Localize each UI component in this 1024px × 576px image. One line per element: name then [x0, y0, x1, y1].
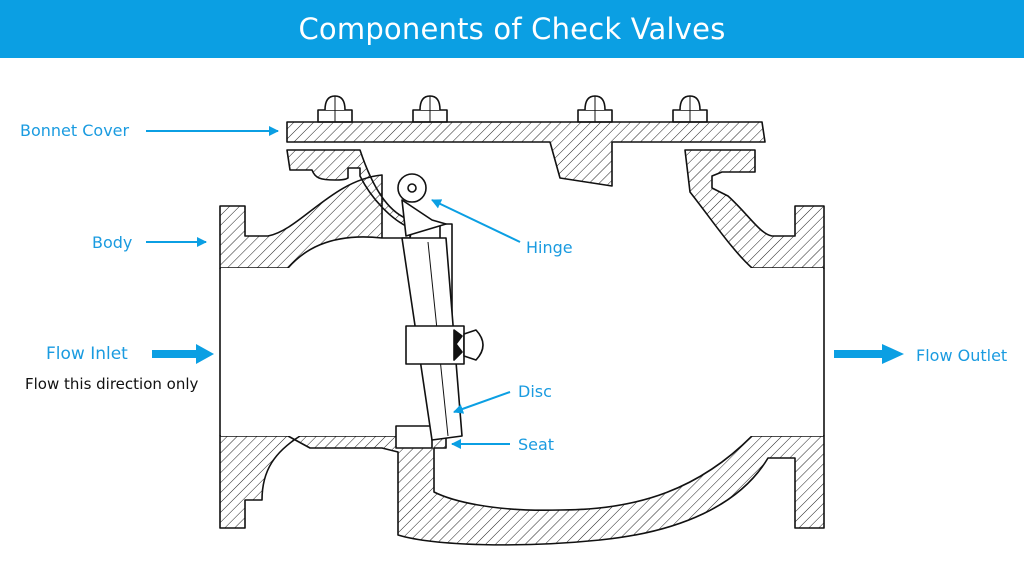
flow-arrows: [152, 344, 904, 364]
flow-outlet-arrow: [834, 344, 904, 364]
flow-outlet-label: Flow Outlet: [916, 346, 1007, 365]
disc-arrow: [453, 391, 511, 414]
bonnet-cover: [286, 121, 766, 187]
hinge-label: Hinge: [526, 238, 573, 257]
body-right-upper: [684, 149, 825, 269]
flow-inlet-label: Flow Inlet: [46, 344, 128, 364]
label-arrows: [146, 126, 521, 449]
body-label: Body: [92, 233, 132, 252]
hinge-arrow: [431, 199, 521, 243]
body-lower: [219, 435, 825, 546]
seat-ring: [395, 425, 433, 449]
seat-label: Seat: [518, 435, 554, 454]
flow-bore: [221, 268, 823, 436]
bonnet-bolts: [317, 95, 708, 123]
body-left-upper: [219, 149, 413, 269]
flow-inlet-arrow: [152, 344, 214, 364]
page-title: Components of Check Valves: [298, 12, 726, 46]
flow-note-label: Flow this direction only: [25, 375, 199, 393]
disc-label: Disc: [518, 382, 552, 401]
valve-drawing: [219, 95, 825, 546]
bonnet-cover-label: Bonnet Cover: [20, 121, 130, 140]
title-bar: Components of Check Valves: [0, 0, 1024, 58]
